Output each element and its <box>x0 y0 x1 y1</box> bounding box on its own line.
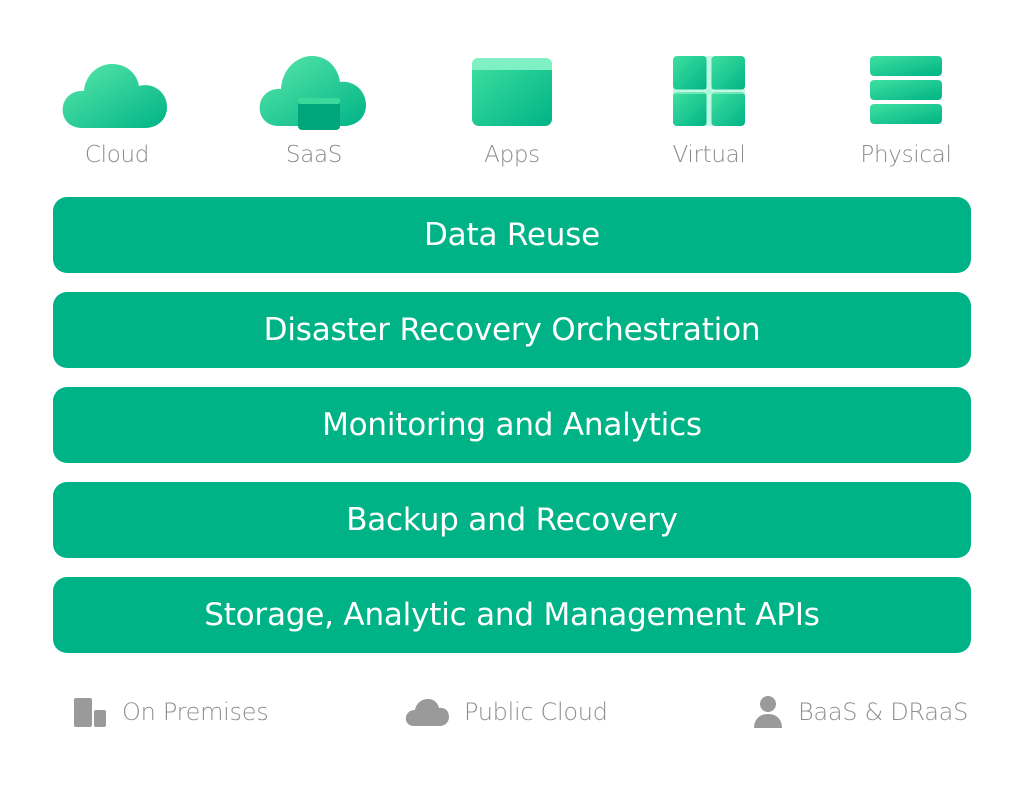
deployment-options-row: On Premises Public Cloud BaaS & DRaaS <box>0 690 1024 734</box>
deployment-baas-draas: BaaS & DRaaS <box>752 690 968 734</box>
layer-data-reuse: Data Reuse <box>53 197 971 273</box>
source-saas: SaaS <box>234 50 394 180</box>
deployment-on-premises: On Premises <box>72 690 269 734</box>
person-icon <box>754 696 782 728</box>
source-apps: Apps <box>432 50 592 180</box>
source-cloud: Cloud <box>37 50 197 180</box>
source-label: Apps <box>484 142 540 168</box>
source-label: Cloud <box>84 142 150 168</box>
source-virtual: Virtual <box>629 50 789 180</box>
saas-cloud-icon <box>259 56 366 130</box>
layer-monitoring-and-analytics: Monitoring and Analytics <box>53 387 971 463</box>
source-physical: Physical <box>826 50 986 180</box>
layer-disaster-recovery-orchestration: Disaster Recovery Orchestration <box>53 292 971 368</box>
cloud-icon <box>62 64 167 128</box>
source-icons-row: Cloud SaaS Apps Virtual <box>0 50 1024 180</box>
layer-backup-and-recovery: Backup and Recovery <box>53 482 971 558</box>
deployment-label: On Premises <box>122 698 269 726</box>
building-icon <box>74 698 106 727</box>
source-label: SaaS <box>285 142 343 168</box>
server-stack-icon <box>870 56 942 124</box>
cloud-icon <box>405 699 449 726</box>
deployment-label: Public Cloud <box>464 698 608 726</box>
source-label: Virtual <box>672 142 746 168</box>
virtual-grid-icon <box>673 56 745 126</box>
source-label: Physical <box>860 142 952 168</box>
app-window-icon <box>472 58 552 126</box>
layer-storage-analytic-management-apis: Storage, Analytic and Management APIs <box>53 577 971 653</box>
deployment-label: BaaS & DRaaS <box>798 698 969 726</box>
deployment-public-cloud: Public Cloud <box>404 690 608 734</box>
